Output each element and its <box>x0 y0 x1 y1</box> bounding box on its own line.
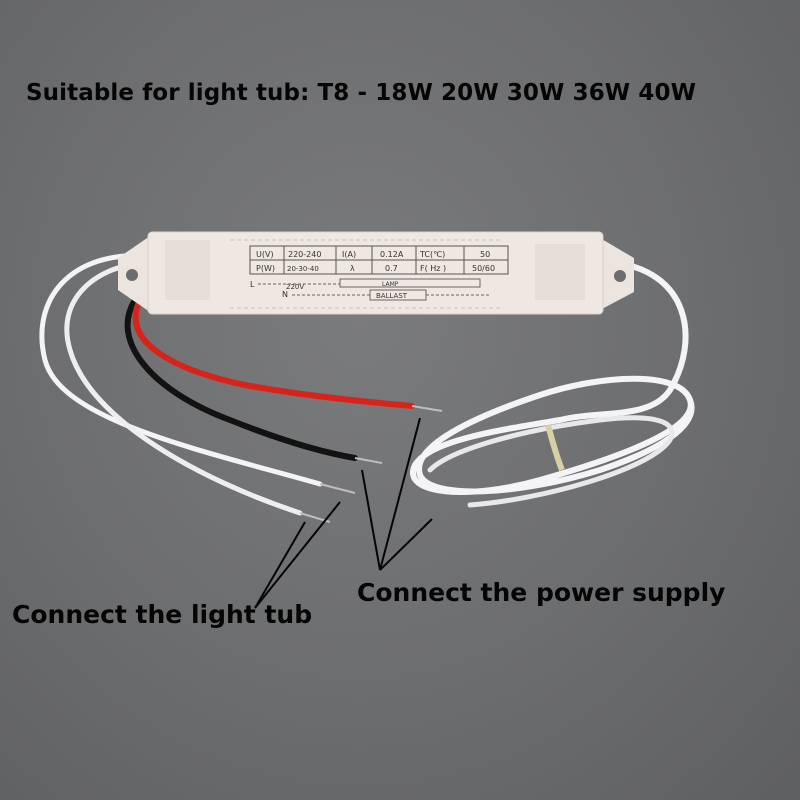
spec-cell: 50/60 <box>472 264 495 273</box>
wire-tip-3 <box>354 457 383 464</box>
spec-cell: 20-30-40 <box>287 265 319 273</box>
white-wire-left-outer <box>39 253 323 487</box>
spec-cell: 220-240 <box>288 250 321 259</box>
spec-cell: U(V) <box>256 250 274 259</box>
callout-power-supply: Connect the power supply <box>357 578 726 607</box>
ballast-body <box>118 231 634 315</box>
voltage-label: 220V <box>286 283 304 291</box>
black-wire <box>124 297 358 461</box>
wire-tip-4 <box>411 405 443 412</box>
cable-tie <box>545 424 565 472</box>
terminal-n: N <box>282 290 288 299</box>
terminal-l: L <box>250 280 255 289</box>
white-cable-right-2 <box>427 415 675 508</box>
spec-cell: I(A) <box>342 250 356 259</box>
spec-cell: 0.12A <box>380 250 404 259</box>
lamp-label: LAMP <box>382 281 399 288</box>
spec-label: U(V) 220-240 I(A) 0.12A TC(℃) 50 P(W) 20… <box>249 245 509 301</box>
wire-tip-1 <box>319 483 356 494</box>
spec-cell: 0.7 <box>385 264 398 273</box>
spec-cell: P(W) <box>256 264 275 273</box>
ballast-label: BALLAST <box>376 292 408 300</box>
spec-cell: TC(℃) <box>419 250 445 259</box>
callout-light-tube: Connect the light tub <box>12 600 313 629</box>
white-cable-right <box>410 259 695 495</box>
headline: Suitable for light tub: T8 - 18W 20W 30W… <box>26 80 697 106</box>
pointer-lines <box>254 417 433 609</box>
white-wire-left-inner <box>64 259 303 516</box>
red-wire <box>132 297 415 409</box>
spec-cell: 50 <box>480 250 490 259</box>
spec-cell: F( Hz ) <box>420 264 446 273</box>
spec-cell: λ <box>350 264 355 273</box>
